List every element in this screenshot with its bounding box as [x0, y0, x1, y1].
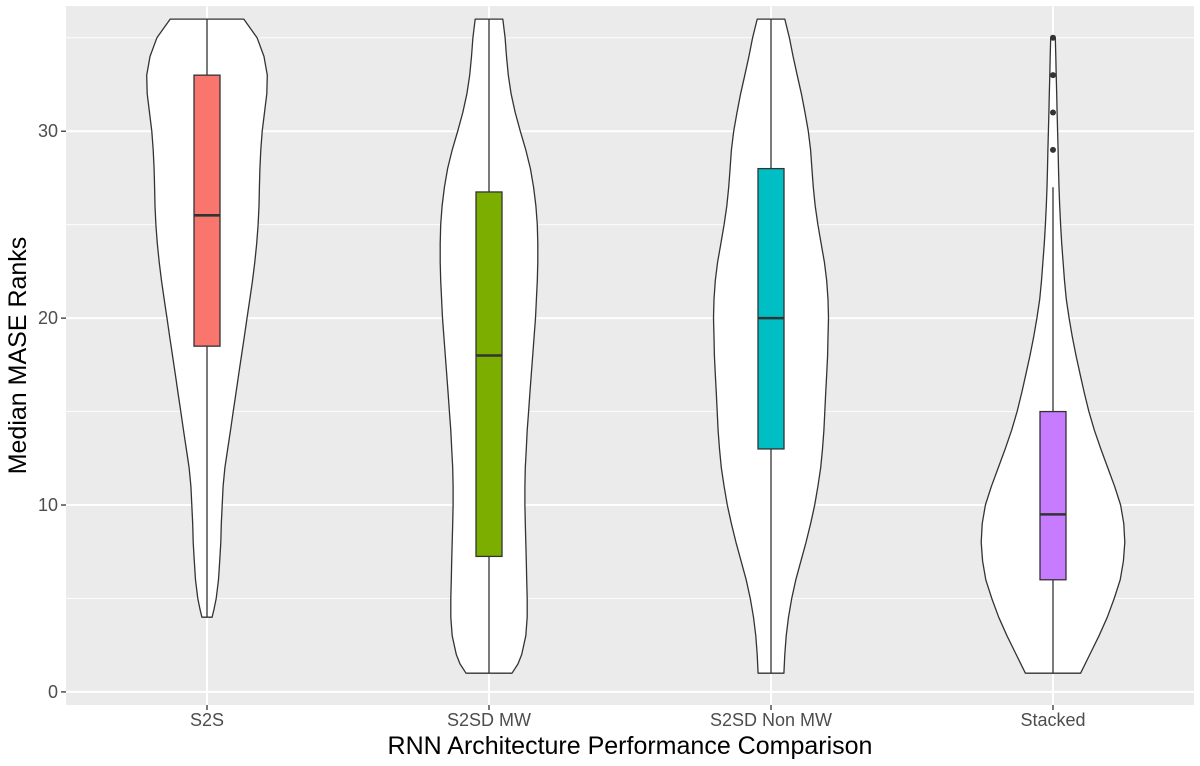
violins	[146, 18, 1126, 674]
y-tick-label: 0	[48, 682, 58, 702]
x-tick-label: S2SD Non MW	[710, 710, 832, 730]
y-tick-label: 30	[38, 121, 58, 141]
x-tick-label: Stacked	[1020, 710, 1085, 730]
box-s2sd-mw	[475, 191, 503, 558]
boxplots	[193, 19, 1067, 674]
box-s2s	[193, 74, 221, 347]
x-axis: S2S S2SD MW S2SD Non MW Stacked	[190, 705, 1086, 730]
outlier-points	[1050, 34, 1056, 153]
box-stacked	[1039, 410, 1067, 581]
x-tick-label: S2SD MW	[447, 710, 531, 730]
outlier-point	[1050, 109, 1056, 116]
y-tick-label: 10	[38, 495, 58, 515]
outlier-point	[1050, 34, 1056, 41]
outlier-point	[1050, 146, 1056, 153]
outlier-point	[1050, 72, 1056, 79]
x-tick-label: S2S	[190, 710, 224, 730]
y-tick-label: 20	[38, 308, 58, 328]
y-axis-title: Median MASE Ranks	[4, 237, 32, 475]
y-axis: 0 10 20 30	[38, 121, 66, 702]
box-s2sd-non-mw	[757, 167, 785, 450]
x-axis-title: RNN Architecture Performance Comparison	[388, 732, 873, 760]
